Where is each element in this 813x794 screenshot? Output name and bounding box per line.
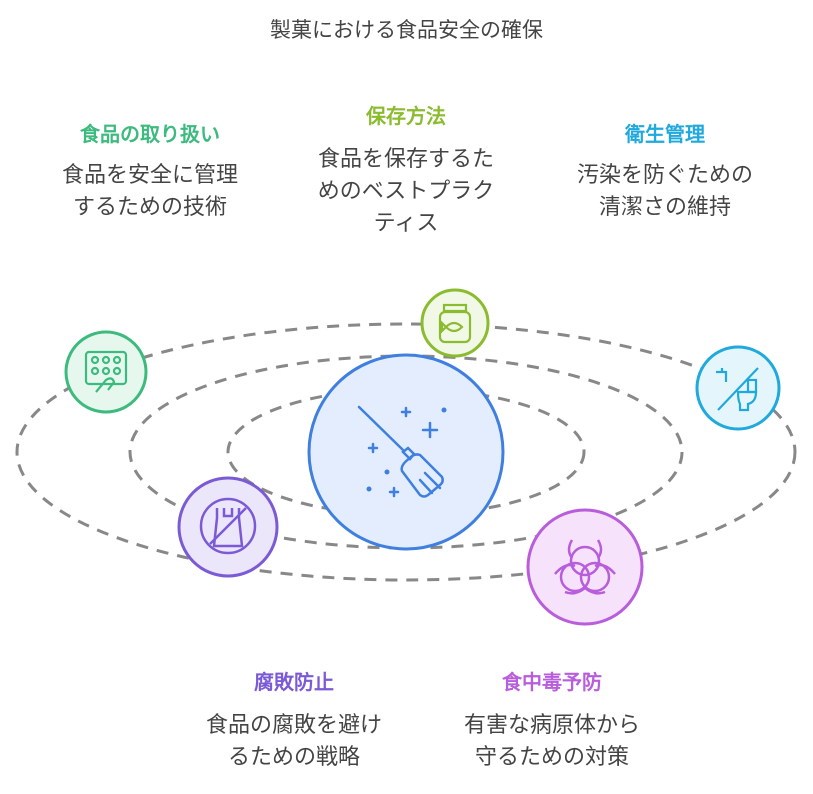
desc-line: 有害な病原体から xyxy=(463,713,640,738)
fish-jar-icon xyxy=(420,288,490,358)
heading-spoilage: 腐敗防止 xyxy=(254,670,334,694)
faucet-toilet-icon xyxy=(695,345,781,431)
desc-line: ティス xyxy=(373,211,439,236)
desc-line: るための戦略 xyxy=(227,745,360,770)
hand-grid-icon xyxy=(64,330,148,414)
desc-spoilage: 食品の腐敗を避けるための戦略 xyxy=(144,710,444,774)
desc-line: 守るための対策 xyxy=(474,745,629,770)
orbit-outer xyxy=(15,322,797,582)
desc-line: 清潔さの維持 xyxy=(598,195,731,220)
heading-food-handling: 食品の取り扱い xyxy=(80,122,220,146)
desc-line: めのベストプラク xyxy=(317,179,495,204)
desc-food-poisoning: 有害な病原体から守るための対策 xyxy=(402,710,702,774)
heading-hygiene: 衛生管理 xyxy=(625,122,705,146)
desc-line: 食品を安全に管理 xyxy=(61,163,238,188)
desc-line: 汚染を防ぐための xyxy=(576,163,753,188)
broom-icon xyxy=(307,353,505,551)
desc-food-handling: 食品を安全に管理するための技術 xyxy=(0,160,300,224)
heading-food-poisoning: 食中毒予防 xyxy=(502,670,602,694)
diagram-title: 製菓における食品安全の確保 xyxy=(270,18,543,42)
desc-line: するための技術 xyxy=(72,195,227,220)
desc-line: 食品を保存するた xyxy=(317,147,494,172)
heading-storage: 保存方法 xyxy=(366,104,446,128)
desc-storage: 食品を保存するためのベストプラクティス xyxy=(256,144,556,240)
biohazard-icon xyxy=(526,508,644,626)
desc-line: 食品の腐敗を避け xyxy=(205,713,382,738)
desc-hygiene: 汚染を防ぐための清潔さの維持 xyxy=(515,160,813,224)
no-bag-icon xyxy=(177,476,279,578)
